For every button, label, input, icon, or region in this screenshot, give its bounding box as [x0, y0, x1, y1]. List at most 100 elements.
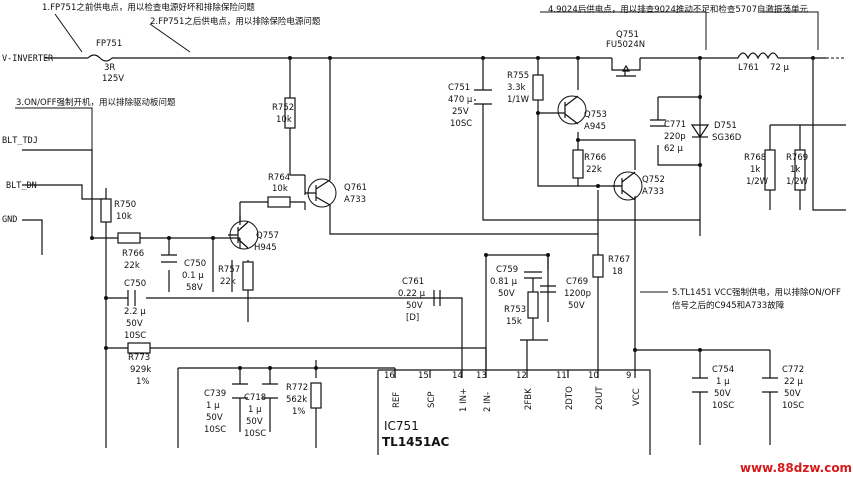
annotation-4: 4.9024后供电点，用以排查9024推动不足和检查5707自激振荡单元: [548, 4, 809, 15]
r772-ref: R772: [286, 383, 308, 393]
d751-zener: [690, 124, 710, 139]
r753-ref: R753: [504, 305, 526, 315]
r752-value: 10k: [276, 115, 292, 125]
c718-ref: C718: [244, 393, 266, 403]
net-blt-dn: BLT_DN: [6, 181, 37, 191]
fp751-value: 3R: [104, 63, 115, 73]
c761-voltage: 50V: [406, 301, 423, 311]
c750a-voltage: 58V: [186, 283, 203, 293]
annotation-1: 1.FP751之前供电点，用以检查电源好坏和排除保险问题: [42, 2, 255, 13]
c750b-type: 10SC: [124, 331, 146, 341]
r752-ref: R752: [272, 103, 294, 113]
wires: [22, 57, 846, 448]
r773-tol: 1%: [136, 377, 150, 387]
r773-value: 929k: [130, 365, 151, 375]
c750a-ref: C750: [184, 259, 206, 269]
r766b-resistor: [572, 149, 584, 179]
r767-resistor: [592, 254, 604, 278]
d751-part: SG36D: [712, 133, 742, 143]
c754-type: 10SC: [712, 401, 734, 411]
junctions: [90, 56, 815, 370]
c769-ref: C769: [566, 277, 588, 287]
r768-value: 1k: [750, 165, 760, 175]
r752-resistor: [284, 97, 296, 129]
l761-value: 72 µ: [770, 63, 790, 73]
r750-ref: R750: [114, 200, 136, 210]
r764-ref: R764: [268, 173, 290, 183]
q751-ref: Q751: [616, 30, 639, 40]
c751-type: 10SC: [450, 119, 472, 129]
ic-pin-num: 9: [626, 371, 631, 381]
c739-voltage: 50V: [206, 413, 223, 423]
c739-type: 10SC: [204, 425, 226, 435]
q752-part: A733: [642, 187, 664, 197]
q751-mosfet: [611, 58, 641, 77]
r769-ref: R769: [786, 153, 808, 163]
r772-resistor: [310, 382, 322, 409]
ic-pin-num: 16: [384, 371, 395, 381]
c751-ref: C751: [448, 83, 470, 93]
c754-capacitor: [692, 377, 708, 393]
annotation-5-line2: 信号之后的C945和A733故障: [672, 300, 785, 311]
q757-part: H945: [254, 243, 277, 253]
d751-ref: D751: [714, 121, 737, 131]
c739-value: 1 µ: [206, 401, 220, 411]
r753-resistor: [527, 291, 539, 319]
r750-value: 10k: [116, 212, 132, 222]
r768-rating: 1/2W: [746, 177, 769, 187]
annotation-3: 3.ON/OFF强制开机，用以排除驱动板问题: [16, 97, 176, 108]
c771-value: 220p: [664, 132, 686, 142]
r753-value: 15k: [506, 317, 522, 327]
r769-resistor: [794, 149, 806, 191]
q752-ref: Q752: [642, 175, 665, 185]
r764-value: 10k: [272, 184, 288, 194]
ic751-pins: 16 15 14 13 12 11 10 9 REF SCP 1 IN+ 2 I…: [384, 371, 642, 412]
r766a-resistor: [117, 232, 141, 244]
ic-pin-name: 2 IN-: [483, 392, 493, 412]
c771-value2: 62 µ: [664, 144, 684, 154]
annotation-5-line1: 5.TL1451 VCC强制供电，用以排除ON/OFF: [672, 287, 841, 298]
net-v-inverter: V-INVERTER: [2, 54, 54, 64]
ic-pin-num: 15: [418, 371, 429, 381]
c750a-value: 0.1 µ: [182, 271, 204, 281]
r764-resistor: [267, 196, 291, 208]
c761-ref: C761: [402, 277, 424, 287]
r766a-value: 22k: [124, 261, 140, 271]
r768-resistor: [764, 149, 776, 191]
annotation-arrows: [15, 11, 819, 293]
q753-part: A945: [584, 122, 606, 132]
watermark: www.88dzw.com: [740, 461, 852, 475]
net-gnd: GND: [2, 215, 17, 225]
q753-transistor: [556, 95, 587, 125]
ic751-part: TL1451AC: [382, 435, 450, 449]
ic-pin-name: VCC: [632, 388, 642, 406]
ic-pin-num: 12: [516, 371, 527, 381]
c759-value: 0.81 µ: [490, 277, 518, 287]
ic-pin-name: REF: [392, 392, 402, 408]
c718-capacitor: [262, 383, 278, 399]
c739-ref: C739: [204, 389, 226, 399]
ic751: [377, 369, 651, 455]
c718-value: 1 µ: [248, 405, 262, 415]
ic751-ref: IC751: [384, 419, 419, 433]
c771-capacitor: [650, 119, 666, 127]
r755-resistor: [532, 74, 544, 101]
c759-voltage: 50V: [498, 289, 515, 299]
q761-ref: Q761: [344, 183, 367, 193]
fp751-fuse: [87, 54, 113, 62]
r773-resistor: [127, 342, 151, 354]
q751-part: FU5024N: [606, 40, 645, 50]
l761-inductor: [737, 52, 779, 60]
c751-voltage: 25V: [452, 107, 469, 117]
c750b-value: 2.2 µ: [124, 307, 146, 317]
q757-transistor: [228, 220, 259, 250]
r767-value: 18: [612, 267, 623, 277]
c772-voltage: 50V: [784, 389, 801, 399]
c772-capacitor: [762, 377, 778, 393]
c772-type: 10SC: [782, 401, 804, 411]
c751-value: 470 µ: [448, 95, 473, 105]
c759-capacitor: [524, 271, 542, 279]
ic-pin-name: SCP: [427, 392, 437, 408]
c761-value: 0.22 µ: [398, 289, 426, 299]
r757-resistor: [242, 261, 254, 291]
